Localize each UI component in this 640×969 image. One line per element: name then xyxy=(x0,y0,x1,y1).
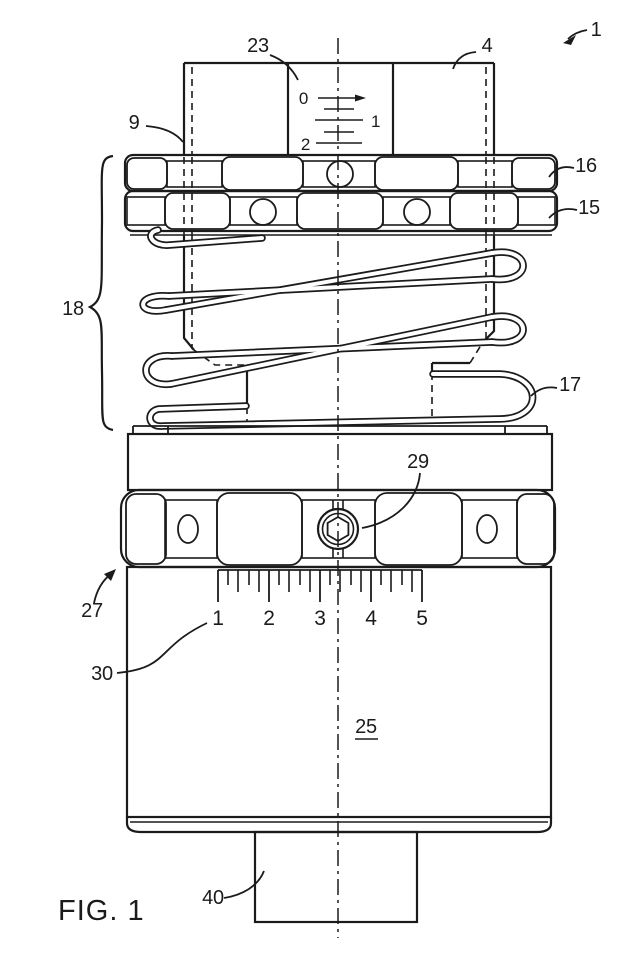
label-drive-shank: 40 xyxy=(202,887,224,909)
label-graduated-scale: 30 xyxy=(91,663,113,685)
hidden-edge-lines xyxy=(183,67,495,423)
leader-upper-locknut xyxy=(548,166,575,178)
label-lower-locknut: 15 xyxy=(578,197,600,219)
label-spring-section: 18 xyxy=(62,298,84,320)
scale-value-5: 5 xyxy=(416,607,427,630)
upper-shaft-edges xyxy=(182,61,496,155)
upper-nut-recess xyxy=(166,160,223,188)
leader-spring-end xyxy=(530,386,558,397)
label-spring-end: 17 xyxy=(559,374,581,396)
label-assembly: 1 xyxy=(591,19,602,41)
lower-nut-recess xyxy=(382,196,451,226)
body-bottom-flange xyxy=(125,817,553,834)
upper-locknut-collar xyxy=(123,153,559,236)
lower-assembly: 1 2 3 4 5 xyxy=(119,425,557,924)
coil-spring xyxy=(139,226,537,430)
scale-value-2: 2 xyxy=(263,607,274,630)
adjuster-ring-recess xyxy=(461,499,518,559)
leader-vernier-sleeve xyxy=(269,54,299,81)
adjuster-drum xyxy=(126,432,554,492)
adjuster-ring-flat xyxy=(516,493,555,565)
adjuster-ring-recess xyxy=(164,499,218,559)
vernier-scale-value-1: 1 xyxy=(371,112,380,131)
adjuster-ring-flat xyxy=(125,493,167,565)
upper-nut-recess xyxy=(302,160,376,188)
ring-hole xyxy=(476,514,498,544)
lower-nut-flat xyxy=(449,192,519,230)
leader-rod xyxy=(145,125,184,143)
leader-set-screw xyxy=(361,472,421,529)
spring-tang-visible-edges xyxy=(182,236,496,408)
vernier-scale-value-0: 0 xyxy=(299,89,308,108)
figure-caption: FIG. 1 xyxy=(58,895,145,927)
scale-value-1: 1 xyxy=(212,607,223,630)
scale-major-ticks xyxy=(217,570,423,602)
coil-spring-wire-fill xyxy=(141,228,535,429)
drive-shank-outline xyxy=(253,830,419,924)
lower-nut-recess xyxy=(517,196,556,226)
leader-drive-shank xyxy=(223,870,265,899)
adjuster-ring-flat xyxy=(374,492,463,566)
label-vernier-sleeve: 23 xyxy=(247,35,269,57)
label-adjuster-ring: 27 xyxy=(81,600,103,622)
adjustment-scale: 1 2 3 4 5 xyxy=(212,569,428,630)
detent-ball-hole xyxy=(326,160,354,188)
detent-ball-hole xyxy=(249,198,277,226)
upper-nut-flat xyxy=(511,157,556,190)
vernier-scale: 0 1 2 xyxy=(299,89,381,154)
leader-assembly xyxy=(567,29,588,40)
upper-nut-flat xyxy=(374,156,459,191)
scale-value-3: 3 xyxy=(314,607,325,630)
label-set-screw: 29 xyxy=(407,451,429,473)
upper-shaft-outline xyxy=(182,61,496,155)
lower-nut-recess xyxy=(229,196,298,226)
vernier-pointer-arrow-icon xyxy=(355,94,366,102)
leader-assembly-arrowhead-icon xyxy=(563,35,576,45)
tool-body-outline xyxy=(125,565,553,819)
adjuster-ring-recess xyxy=(301,499,376,559)
leader-adjuster-ring-arrowhead-icon xyxy=(104,569,116,581)
adjuster-ring-flat xyxy=(216,492,303,566)
vernier-scale-ticks xyxy=(315,97,363,144)
ring-hole xyxy=(177,514,199,544)
lower-nut-recess xyxy=(126,196,166,226)
scale-value-4: 4 xyxy=(365,607,377,630)
set-screw-slot xyxy=(332,500,344,558)
label-rod: 9 xyxy=(129,112,140,134)
leader-upper-shaft xyxy=(452,51,477,70)
label-tool-body: 25 xyxy=(355,716,377,738)
lower-nut-flat xyxy=(296,192,384,230)
lower-nut-ring xyxy=(123,189,559,233)
spring-seat-plate xyxy=(132,425,548,434)
label-upper-shaft: 4 xyxy=(482,35,493,57)
upper-shaft-bore-hidden-lines xyxy=(191,67,487,155)
adjuster-knurled-ring xyxy=(119,488,557,569)
lower-nut-flat xyxy=(164,192,231,230)
upper-nut-flat xyxy=(126,157,168,190)
collar-hidden-shaft-lines xyxy=(183,157,495,236)
upper-nut-flat xyxy=(221,156,304,191)
brace-spring-section xyxy=(87,154,114,432)
label-upper-locknut: 16 xyxy=(575,155,597,177)
leader-graduated-scale xyxy=(116,622,208,674)
detent-ball-hole xyxy=(403,198,431,226)
upper-nut-recess xyxy=(457,160,513,188)
spring-tang-hidden-lines xyxy=(191,236,487,423)
scale-minor-ticks xyxy=(227,570,413,592)
leader-lower-locknut xyxy=(548,208,578,219)
reference-labels: 1 23 4 9 16 15 18 17 29 27 30 25 40 FIG.… xyxy=(58,19,602,927)
vernier-scale-value-2: 2 xyxy=(301,135,310,154)
